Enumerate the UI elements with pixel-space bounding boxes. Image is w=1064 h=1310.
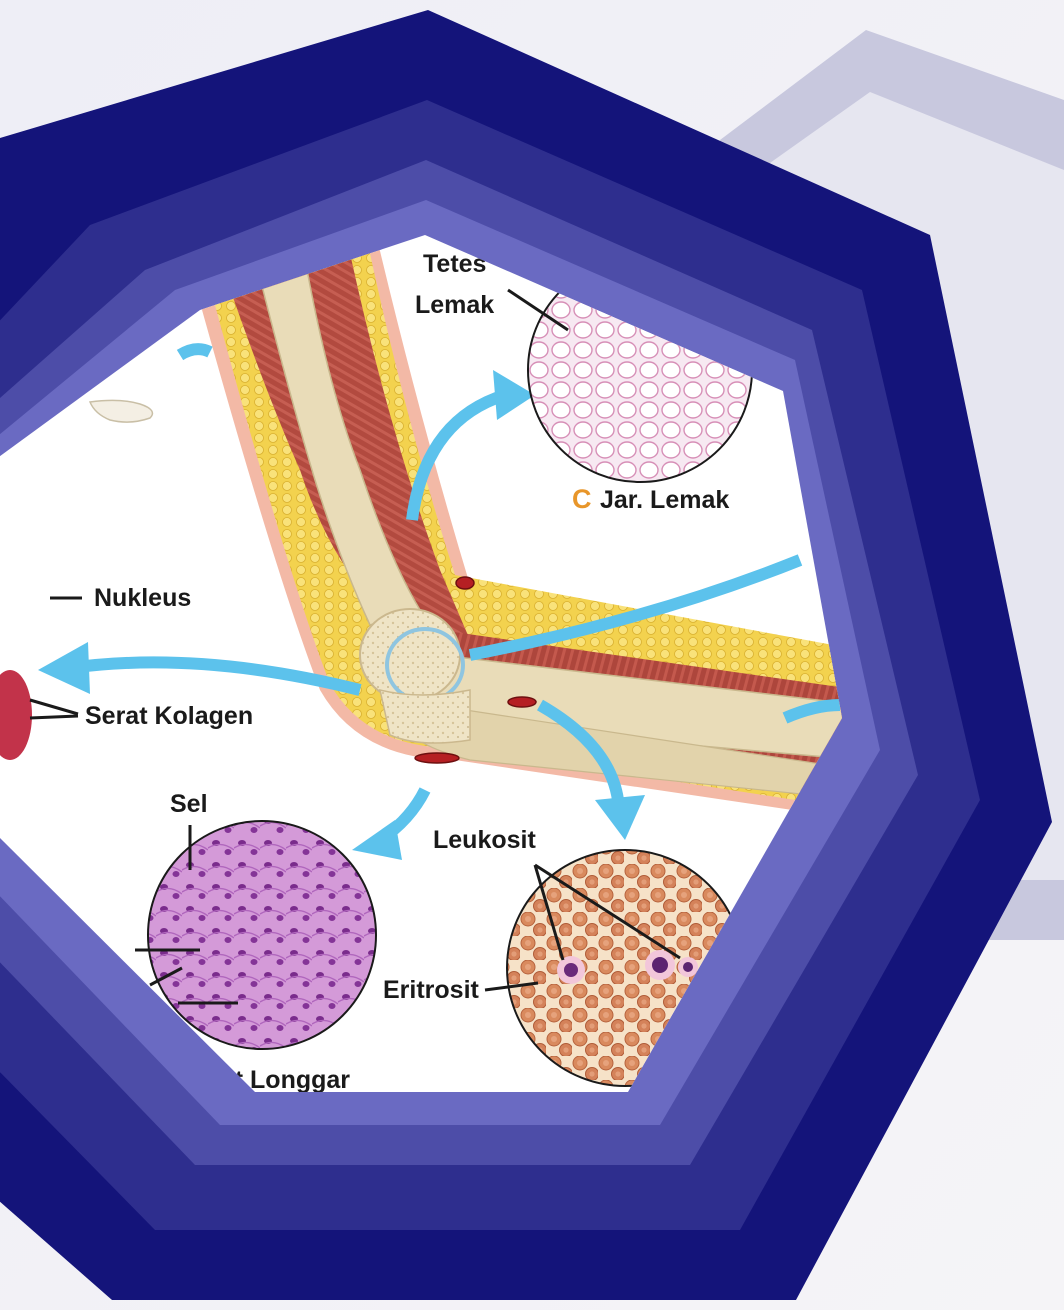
leukocyte-2-nucleus xyxy=(652,957,668,973)
elbow-joint-humerus xyxy=(360,609,460,701)
label-jar-lemak: Jar. Lemak xyxy=(600,486,729,514)
label-sel: Sel xyxy=(170,790,208,818)
label-eritrosit: Eritrosit xyxy=(383,976,480,1004)
leukocyte-3-nucleus xyxy=(683,962,693,972)
blood-vessel-2 xyxy=(508,697,536,707)
leukocyte-1-nucleus xyxy=(564,963,578,977)
blue-arrow-upper-left xyxy=(180,349,210,355)
label-serat-kolagen: Serat Kolagen xyxy=(85,702,253,730)
label-lemak: Lemak xyxy=(415,291,494,319)
label-nukleus: Nukleus xyxy=(94,584,191,612)
label-leukosit: Leukosit xyxy=(433,826,536,854)
elbow-joint-ulna xyxy=(380,690,470,743)
label-jar-lemak-letter: C xyxy=(572,484,592,514)
blood-vessel-3 xyxy=(415,753,459,763)
pointer-serat-kolagen-2 xyxy=(30,716,78,718)
blood-vessel-1 xyxy=(456,577,474,589)
